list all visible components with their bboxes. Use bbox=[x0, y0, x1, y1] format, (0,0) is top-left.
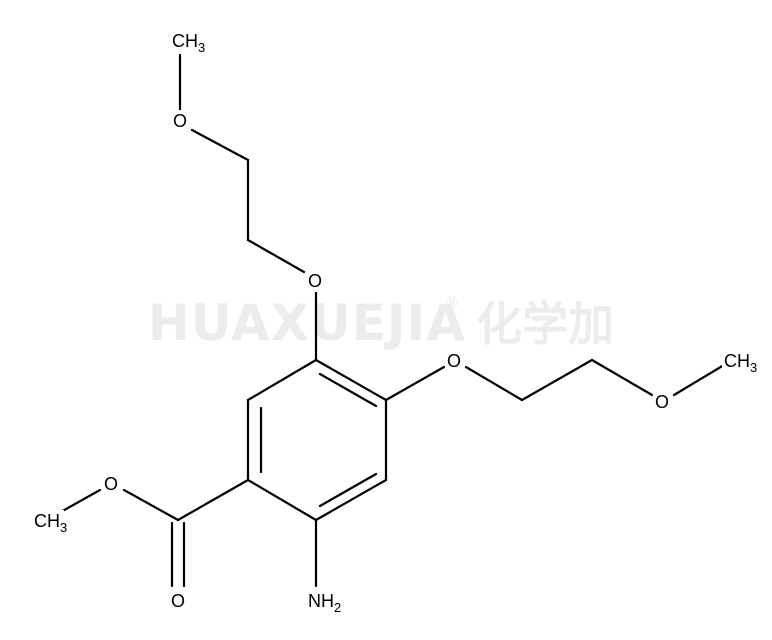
bond-c-oringupper bbox=[246, 238, 306, 274]
atom-o-carbonyl: O bbox=[169, 590, 187, 612]
atom-ch3-right: CH3 bbox=[722, 350, 758, 375]
atom-o-ring-right: O bbox=[445, 350, 463, 372]
bond-c-c-right bbox=[520, 358, 594, 402]
atom-ch3-left: CH3 bbox=[32, 510, 67, 535]
bond-ccarbonyl-oester bbox=[122, 488, 180, 522]
bond-orightchain-ch3 bbox=[672, 363, 726, 397]
ring-bond-bottom-right-inner bbox=[318, 472, 378, 508]
svg-text:CH3: CH3 bbox=[724, 351, 757, 375]
svg-text:O: O bbox=[173, 111, 187, 131]
atom-nh2: NH2 bbox=[306, 590, 346, 615]
watermark-latin: HUAXUEJIA bbox=[148, 294, 466, 352]
ring-bond-bottom-right bbox=[314, 478, 388, 522]
atom-o-ring-upper: O bbox=[306, 270, 324, 292]
atom-o-right-chain: O bbox=[653, 391, 671, 413]
bond-ring-ccarbonyl bbox=[176, 478, 250, 522]
ring-bond-top-right bbox=[314, 358, 388, 402]
svg-text:CH3: CH3 bbox=[34, 511, 67, 535]
atom-o-top: O bbox=[171, 110, 189, 132]
bond-oringright-c bbox=[464, 365, 524, 402]
atom-ch3-top: CH3 bbox=[170, 30, 205, 55]
bond-c-orightchain bbox=[590, 358, 654, 397]
bond-ring-oringright bbox=[384, 365, 446, 402]
bond-otop-c bbox=[190, 128, 250, 162]
ring-bond-top-right-inner bbox=[318, 372, 378, 408]
svg-text:NH2: NH2 bbox=[308, 591, 341, 615]
svg-text:O: O bbox=[655, 392, 669, 412]
watermark-registered: ® bbox=[444, 293, 460, 312]
watermark-chinese: 化学加 bbox=[476, 297, 614, 351]
atom-o-ester: O bbox=[102, 473, 120, 495]
svg-text:O: O bbox=[171, 591, 185, 611]
ring-bond-top-left bbox=[246, 358, 318, 402]
svg-text:O: O bbox=[308, 271, 322, 291]
svg-text:CH3: CH3 bbox=[172, 31, 205, 55]
watermark: HUAXUEJIA ® 化学加 bbox=[148, 293, 614, 352]
ring-bond-bottom-left bbox=[246, 478, 318, 522]
svg-text:O: O bbox=[447, 351, 461, 371]
svg-text:O: O bbox=[104, 474, 118, 494]
atom-labels: CH3 O O O O CH3 CH3 O bbox=[32, 30, 758, 615]
